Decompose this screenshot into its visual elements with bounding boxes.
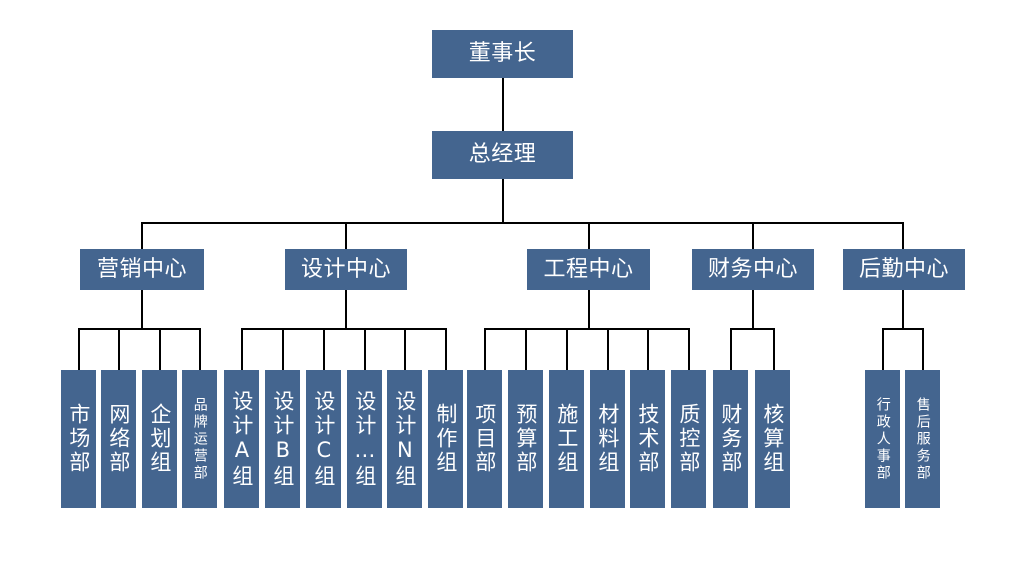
connector-engineering-child-3 [607,328,609,370]
node-dept-engineering-5-label: 质控部 [676,403,701,475]
connector-bus-to-finance [752,222,754,250]
node-dept-marketing-0[interactable]: 市场部 [61,370,96,508]
node-dept-marketing-0-label: 市场部 [66,403,91,475]
node-dept-finance-1[interactable]: 核算组 [755,370,790,508]
node-dept-design-3-label: 设计…组 [352,389,377,489]
node-dept-design-1[interactable]: 设计B组 [265,370,300,508]
node-dept-engineering-4[interactable]: 技术部 [630,370,665,508]
node-dept-engineering-2-label: 施工组 [554,403,579,475]
connector-bus-to-design [345,222,347,250]
node-dept-engineering-1-label: 预算部 [513,403,538,475]
node-dept-design-4[interactable]: 设计N组 [387,370,422,508]
node-general-manager-label: 总经理 [468,142,537,168]
connector-design-drop [345,290,347,329]
node-dept-design-2[interactable]: 设计C组 [306,370,341,508]
connector-engineering-child-2 [566,328,568,370]
node-dept-marketing-1[interactable]: 网络部 [101,370,136,508]
node-dept-marketing-2[interactable]: 企划组 [142,370,177,508]
connector-design-bus [241,328,446,330]
connector-engineering-bus [484,328,689,330]
node-dept-design-5-label: 制作组 [433,403,458,475]
connector-main-bus [142,222,904,224]
connector-engineering-child-1 [525,328,527,370]
connector-finance-bus [730,328,775,330]
connector-engineering-child-5 [688,328,690,370]
node-dept-finance-1-label: 核算组 [760,403,785,475]
node-dept-engineering-1[interactable]: 预算部 [508,370,543,508]
node-center-engineering-label: 工程中心 [543,256,634,282]
connector-logistics-drop [902,290,904,329]
node-dept-engineering-3-label: 材料组 [595,403,620,475]
connector-finance-drop [752,290,754,329]
node-center-marketing-label: 营销中心 [96,256,187,282]
node-dept-marketing-2-label: 企划组 [147,403,172,475]
node-general-manager[interactable]: 总经理 [432,131,573,179]
node-dept-engineering-3[interactable]: 材料组 [590,370,625,508]
node-center-logistics-label: 后勤中心 [858,256,949,282]
node-center-marketing[interactable]: 营销中心 [80,249,204,290]
node-dept-logistics-1-label: 售后服务部 [914,396,931,482]
node-dept-design-2-label: 设计C组 [311,389,336,489]
node-center-design-label: 设计中心 [300,256,391,282]
node-dept-engineering-2[interactable]: 施工组 [549,370,584,508]
node-dept-engineering-5[interactable]: 质控部 [671,370,706,508]
node-dept-design-4-label: 设计N组 [392,389,417,489]
connector-bus-to-engineering [588,222,590,250]
node-center-logistics[interactable]: 后勤中心 [843,249,965,290]
node-center-design[interactable]: 设计中心 [285,249,407,290]
node-dept-design-3[interactable]: 设计…组 [347,370,382,508]
node-dept-design-0-label: 设计A组 [229,389,254,489]
connector-bus-to-logistics [902,222,904,250]
connector-bus-to-marketing [141,222,143,250]
node-dept-design-5[interactable]: 制作组 [428,370,463,508]
node-dept-engineering-4-label: 技术部 [635,403,660,475]
node-center-engineering[interactable]: 工程中心 [527,249,650,290]
connector-marketing-child-3 [199,328,201,370]
node-dept-marketing-1-label: 网络部 [106,403,131,475]
connector-marketing-bus [78,328,200,330]
connector-gm-drop [502,179,504,223]
node-dept-logistics-0-label: 行政人事部 [874,396,891,482]
connector-engineering-drop [588,290,590,329]
node-dept-design-1-label: 设计B组 [270,389,295,489]
connector-engineering-child-4 [647,328,649,370]
node-dept-logistics-0[interactable]: 行政人事部 [865,370,900,508]
connector-finance-child-1 [773,328,775,370]
node-dept-finance-0[interactable]: 财务部 [713,370,748,508]
node-dept-marketing-3-label: 品牌运营部 [191,396,208,482]
connector-marketing-child-2 [159,328,161,370]
node-dept-logistics-1[interactable]: 售后服务部 [905,370,940,508]
node-chairman[interactable]: 董事长 [432,30,573,78]
connector-marketing-drop [141,290,143,329]
connector-design-child-4 [404,328,406,370]
connector-finance-child-0 [730,328,732,370]
connector-design-child-5 [445,328,447,370]
connector-design-child-3 [364,328,366,370]
connector-logistics-bus [882,328,924,330]
node-dept-design-0[interactable]: 设计A组 [224,370,259,508]
node-dept-engineering-0-label: 项目部 [472,403,497,475]
node-center-finance-label: 财务中心 [707,256,798,282]
connector-design-child-1 [282,328,284,370]
node-center-finance[interactable]: 财务中心 [692,249,814,290]
node-dept-finance-0-label: 财务部 [718,403,743,475]
connector-marketing-child-1 [118,328,120,370]
connector-design-child-2 [323,328,325,370]
connector-chairman-to-gm [502,78,504,131]
node-dept-marketing-3[interactable]: 品牌运营部 [182,370,217,508]
connector-logistics-child-1 [922,328,924,370]
node-chairman-label: 董事长 [468,41,537,67]
connector-logistics-child-0 [882,328,884,370]
connector-marketing-child-0 [78,328,80,370]
node-dept-engineering-0[interactable]: 项目部 [467,370,502,508]
connector-design-child-0 [241,328,243,370]
connector-engineering-child-0 [484,328,486,370]
